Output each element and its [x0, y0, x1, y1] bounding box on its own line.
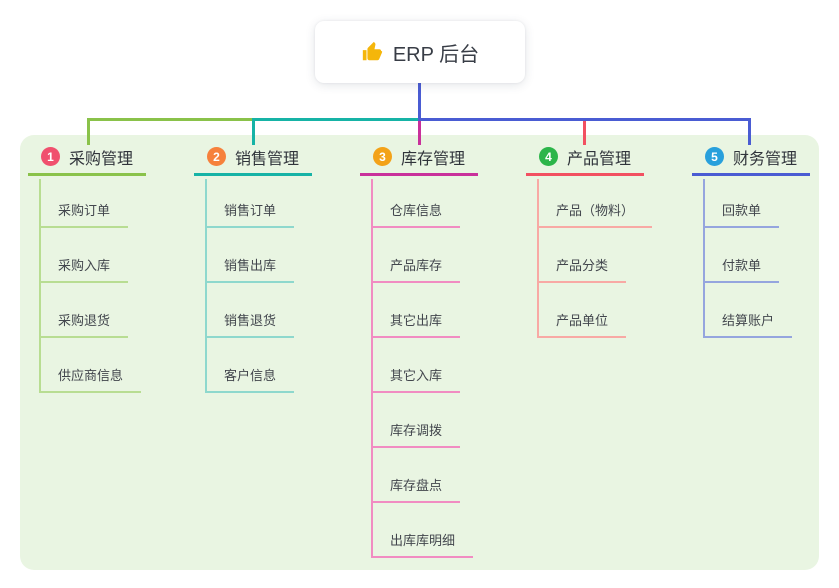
branch-purchase: 1 采购管理 采购订单 采购入库 采购退货 供应商信息	[28, 147, 146, 393]
connector-drop-inventory	[418, 121, 421, 145]
branch-inventory: 3 库存管理 仓库信息 产品库存 其它出库 其它入库 库存调拨 库存盘点 出库库…	[360, 147, 478, 558]
connector-root-vertical	[418, 83, 421, 118]
branch-label-inventory: 库存管理	[401, 150, 466, 168]
root-title: ERP 后台	[392, 43, 480, 66]
connector-drop-sales	[252, 118, 255, 145]
branches-panel	[20, 135, 819, 570]
thumbs-up-icon	[361, 41, 383, 63]
branch-badge-finance: 5	[705, 147, 724, 166]
connector-horizontal-green	[87, 118, 252, 121]
branch-badge-purchase: 1	[41, 147, 60, 166]
child-node[interactable]: 产品（物料）	[539, 179, 653, 228]
child-node[interactable]: 库存盘点	[373, 448, 461, 503]
branch-badge-product: 4	[539, 147, 558, 166]
branch-product: 4 产品管理 产品（物料） 产品分类 产品单位	[526, 147, 653, 338]
branch-label-finance: 财务管理	[733, 150, 798, 168]
connector-horizontal-teal	[252, 118, 418, 121]
child-node[interactable]: 其它出库	[373, 283, 461, 338]
child-node[interactable]: 销售出库	[207, 228, 295, 283]
child-node[interactable]: 回款单	[705, 179, 780, 228]
branch-finance: 5 财务管理 回款单 付款单 结算账户	[692, 147, 810, 338]
connector-drop-finance	[748, 118, 751, 145]
child-node[interactable]: 产品单位	[539, 283, 627, 338]
branch-children-product: 产品（物料） 产品分类 产品单位	[537, 179, 653, 338]
child-node[interactable]: 产品库存	[373, 228, 461, 283]
branch-children-finance: 回款单 付款单 结算账户	[703, 179, 793, 338]
branch-children-inventory: 仓库信息 产品库存 其它出库 其它入库 库存调拨 库存盘点 出库库明细	[371, 179, 474, 558]
branch-label-sales: 销售管理	[235, 150, 300, 168]
branch-children-sales: 销售订单 销售出库 销售退货 客户信息	[205, 179, 295, 393]
child-node[interactable]: 销售订单	[207, 179, 295, 228]
child-node[interactable]: 产品分类	[539, 228, 627, 283]
branch-title-sales[interactable]: 2 销售管理	[194, 147, 312, 176]
branch-title-finance[interactable]: 5 财务管理	[692, 147, 810, 176]
child-node[interactable]: 销售退货	[207, 283, 295, 338]
branch-sales: 2 销售管理 销售订单 销售出库 销售退货 客户信息	[194, 147, 312, 393]
branch-badge-inventory: 3	[373, 147, 392, 166]
branch-badge-sales: 2	[207, 147, 226, 166]
branch-title-inventory[interactable]: 3 库存管理	[360, 147, 478, 176]
connector-drop-purchase	[87, 118, 90, 145]
branch-title-product[interactable]: 4 产品管理	[526, 147, 644, 176]
child-node[interactable]: 采购退货	[41, 283, 129, 338]
child-node[interactable]: 其它入库	[373, 338, 461, 393]
child-node[interactable]: 结算账户	[705, 283, 793, 338]
branch-title-purchase[interactable]: 1 采购管理	[28, 147, 146, 176]
branch-children-purchase: 采购订单 采购入库 采购退货 供应商信息	[39, 179, 142, 393]
child-node[interactable]: 库存调拨	[373, 393, 461, 448]
branch-label-purchase: 采购管理	[69, 150, 134, 168]
child-node[interactable]: 付款单	[705, 228, 780, 283]
connector-drop-product	[583, 121, 586, 145]
branch-label-product: 产品管理	[567, 150, 632, 168]
child-node[interactable]: 客户信息	[207, 338, 295, 393]
child-node[interactable]: 采购订单	[41, 179, 129, 228]
child-node[interactable]: 仓库信息	[373, 179, 461, 228]
child-node[interactable]: 出库库明细	[373, 503, 474, 558]
child-node[interactable]: 供应商信息	[41, 338, 142, 393]
root-node[interactable]: ERP 后台	[315, 21, 525, 83]
connector-horizontal-blue	[418, 118, 751, 121]
child-node[interactable]: 采购入库	[41, 228, 129, 283]
